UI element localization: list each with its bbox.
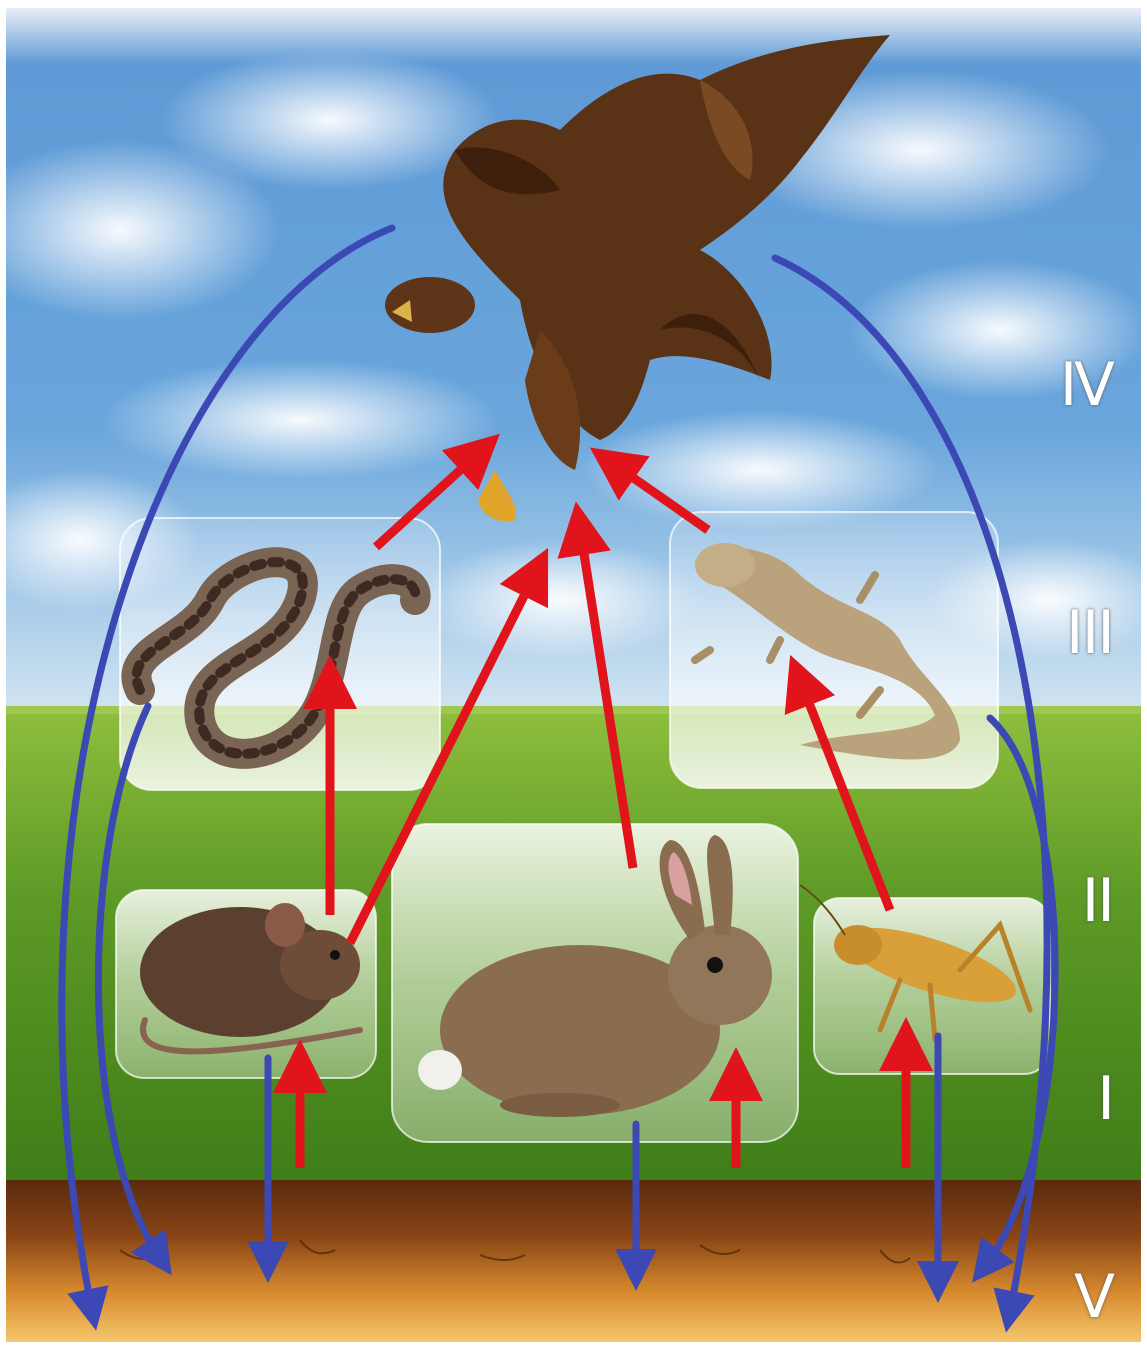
level-label-i: I xyxy=(1097,1064,1113,1134)
soil-layer xyxy=(6,1180,1141,1342)
level-label-v: V xyxy=(1074,1262,1113,1332)
level-label-iii: III xyxy=(1066,598,1113,668)
level-label-iv: Ⅳ xyxy=(1060,350,1113,420)
level-label-ii: II xyxy=(1082,866,1113,936)
